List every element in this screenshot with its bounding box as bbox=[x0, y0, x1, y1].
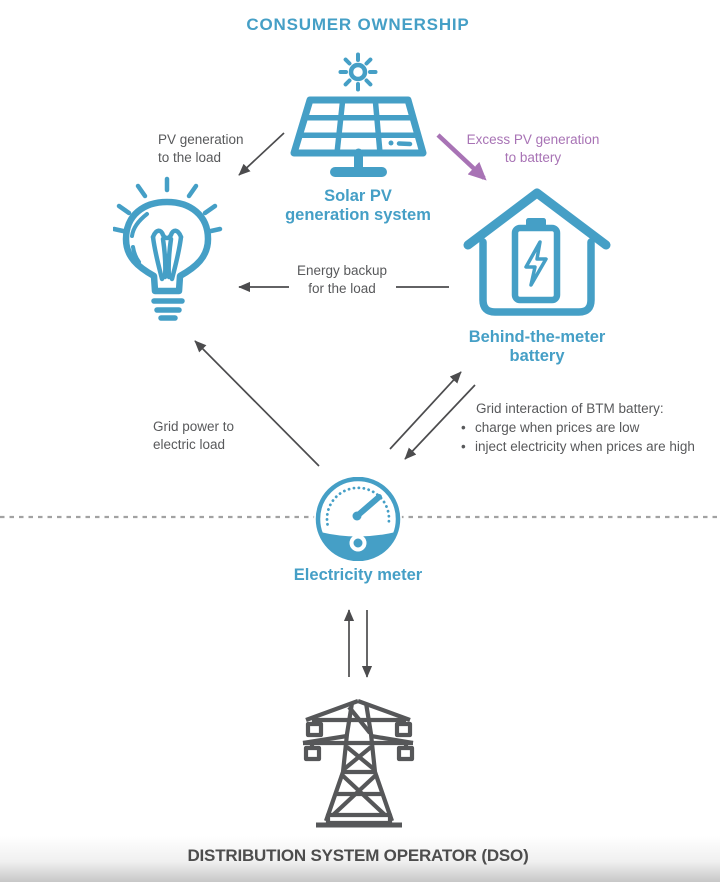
pv-generation-annotation: PV generation to the load bbox=[158, 132, 244, 165]
dso-title: DISTRIBUTION SYSTEM OPERATOR (DSO) bbox=[187, 846, 529, 865]
bulb-rays bbox=[113, 176, 223, 234]
behind-the-meter-battery-label: Behind-the-meter battery bbox=[468, 328, 606, 365]
excess-pv-annotation: Excess PV generation to battery bbox=[466, 132, 600, 165]
grid-interaction-annotation: Grid interaction of BTM battery: charge … bbox=[461, 399, 695, 456]
energy-backup-annotation: Energy backup for the load bbox=[296, 263, 388, 296]
bottom-gradient bbox=[0, 836, 720, 882]
house-battery-icon bbox=[463, 188, 611, 316]
light-bulb-icon bbox=[113, 176, 223, 321]
solar-panel-icon bbox=[290, 52, 427, 177]
arrow-excess-pv bbox=[436, 133, 487, 181]
electricity-meter-icon bbox=[314, 477, 402, 561]
electricity-meter-label: Electricity meter bbox=[293, 566, 423, 584]
sun-icon bbox=[338, 52, 378, 92]
arrow-btm-charge bbox=[389, 371, 462, 450]
solar-pv-label: Solar PV generation system bbox=[285, 187, 431, 224]
arrow-btm-inject bbox=[404, 384, 476, 460]
grid-power-annotation: Grid power to electric load bbox=[153, 419, 235, 452]
arrow-grid-power bbox=[194, 340, 320, 467]
arrow-pv-to-load bbox=[238, 132, 285, 176]
transmission-tower-icon bbox=[302, 699, 415, 828]
consumer-ownership-title: CONSUMER OWNERSHIP bbox=[246, 15, 470, 34]
lightning-bolt-icon bbox=[524, 240, 548, 287]
